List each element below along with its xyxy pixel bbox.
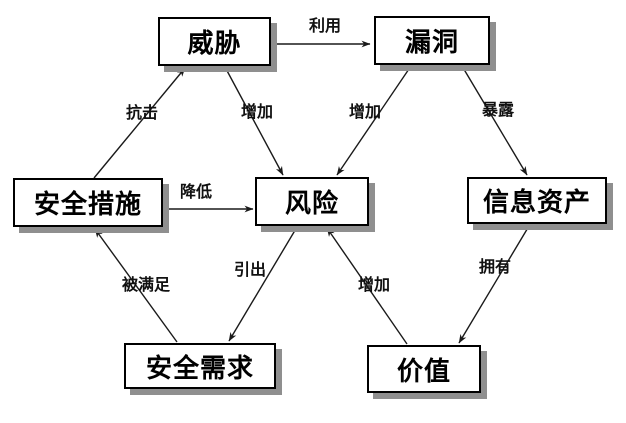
- edge-exploit-label: 利用: [308, 16, 342, 35]
- node-value-label: 价值: [396, 356, 451, 387]
- edge-own-arrow: [458, 225, 530, 344]
- edge-expose-arrow: [461, 65, 528, 176]
- edge-satisfied-label: 被满足: [121, 275, 171, 294]
- edge-expose-label: 暴露: [481, 100, 515, 119]
- edge-increase-3-label: 增加: [357, 275, 391, 294]
- node-threat: 威胁: [158, 17, 271, 66]
- node-information-assets-label: 信息资产: [482, 188, 591, 218]
- edge-increase-2-arrow: [336, 65, 412, 176]
- edge-own-label: 拥有: [478, 257, 512, 276]
- node-security-requirements-label: 安全需求: [145, 353, 254, 384]
- edge-lead-to-label: 引出: [233, 260, 267, 279]
- edge-reduce-label: 降低: [179, 182, 213, 201]
- edge-increase-2-label: 增加: [348, 102, 382, 121]
- node-vulnerability: 漏洞: [374, 16, 490, 65]
- node-threat-label: 威胁: [187, 29, 242, 59]
- edge-lead-to-arrow: [228, 226, 298, 342]
- edge-increase-3-arrow: [326, 227, 408, 345]
- edge-resist-arrow: [93, 67, 186, 179]
- node-security-measures: 安全措施: [13, 178, 163, 227]
- node-security-requirements: 安全需求: [124, 343, 276, 389]
- node-vulnerability-label: 漏洞: [404, 28, 459, 58]
- edge-satisfied-arrow: [94, 228, 178, 343]
- node-security-measures-label: 安全措施: [33, 190, 142, 220]
- node-risk-label: 风险: [284, 189, 339, 219]
- edge-increase-1-arrow: [224, 66, 284, 176]
- node-information-assets: 信息资产: [467, 177, 607, 224]
- edge-resist-label: 抗击: [125, 103, 159, 122]
- node-risk: 风险: [255, 177, 369, 226]
- node-value: 价值: [367, 345, 481, 393]
- edge-increase-1-label: 增加: [240, 102, 274, 121]
